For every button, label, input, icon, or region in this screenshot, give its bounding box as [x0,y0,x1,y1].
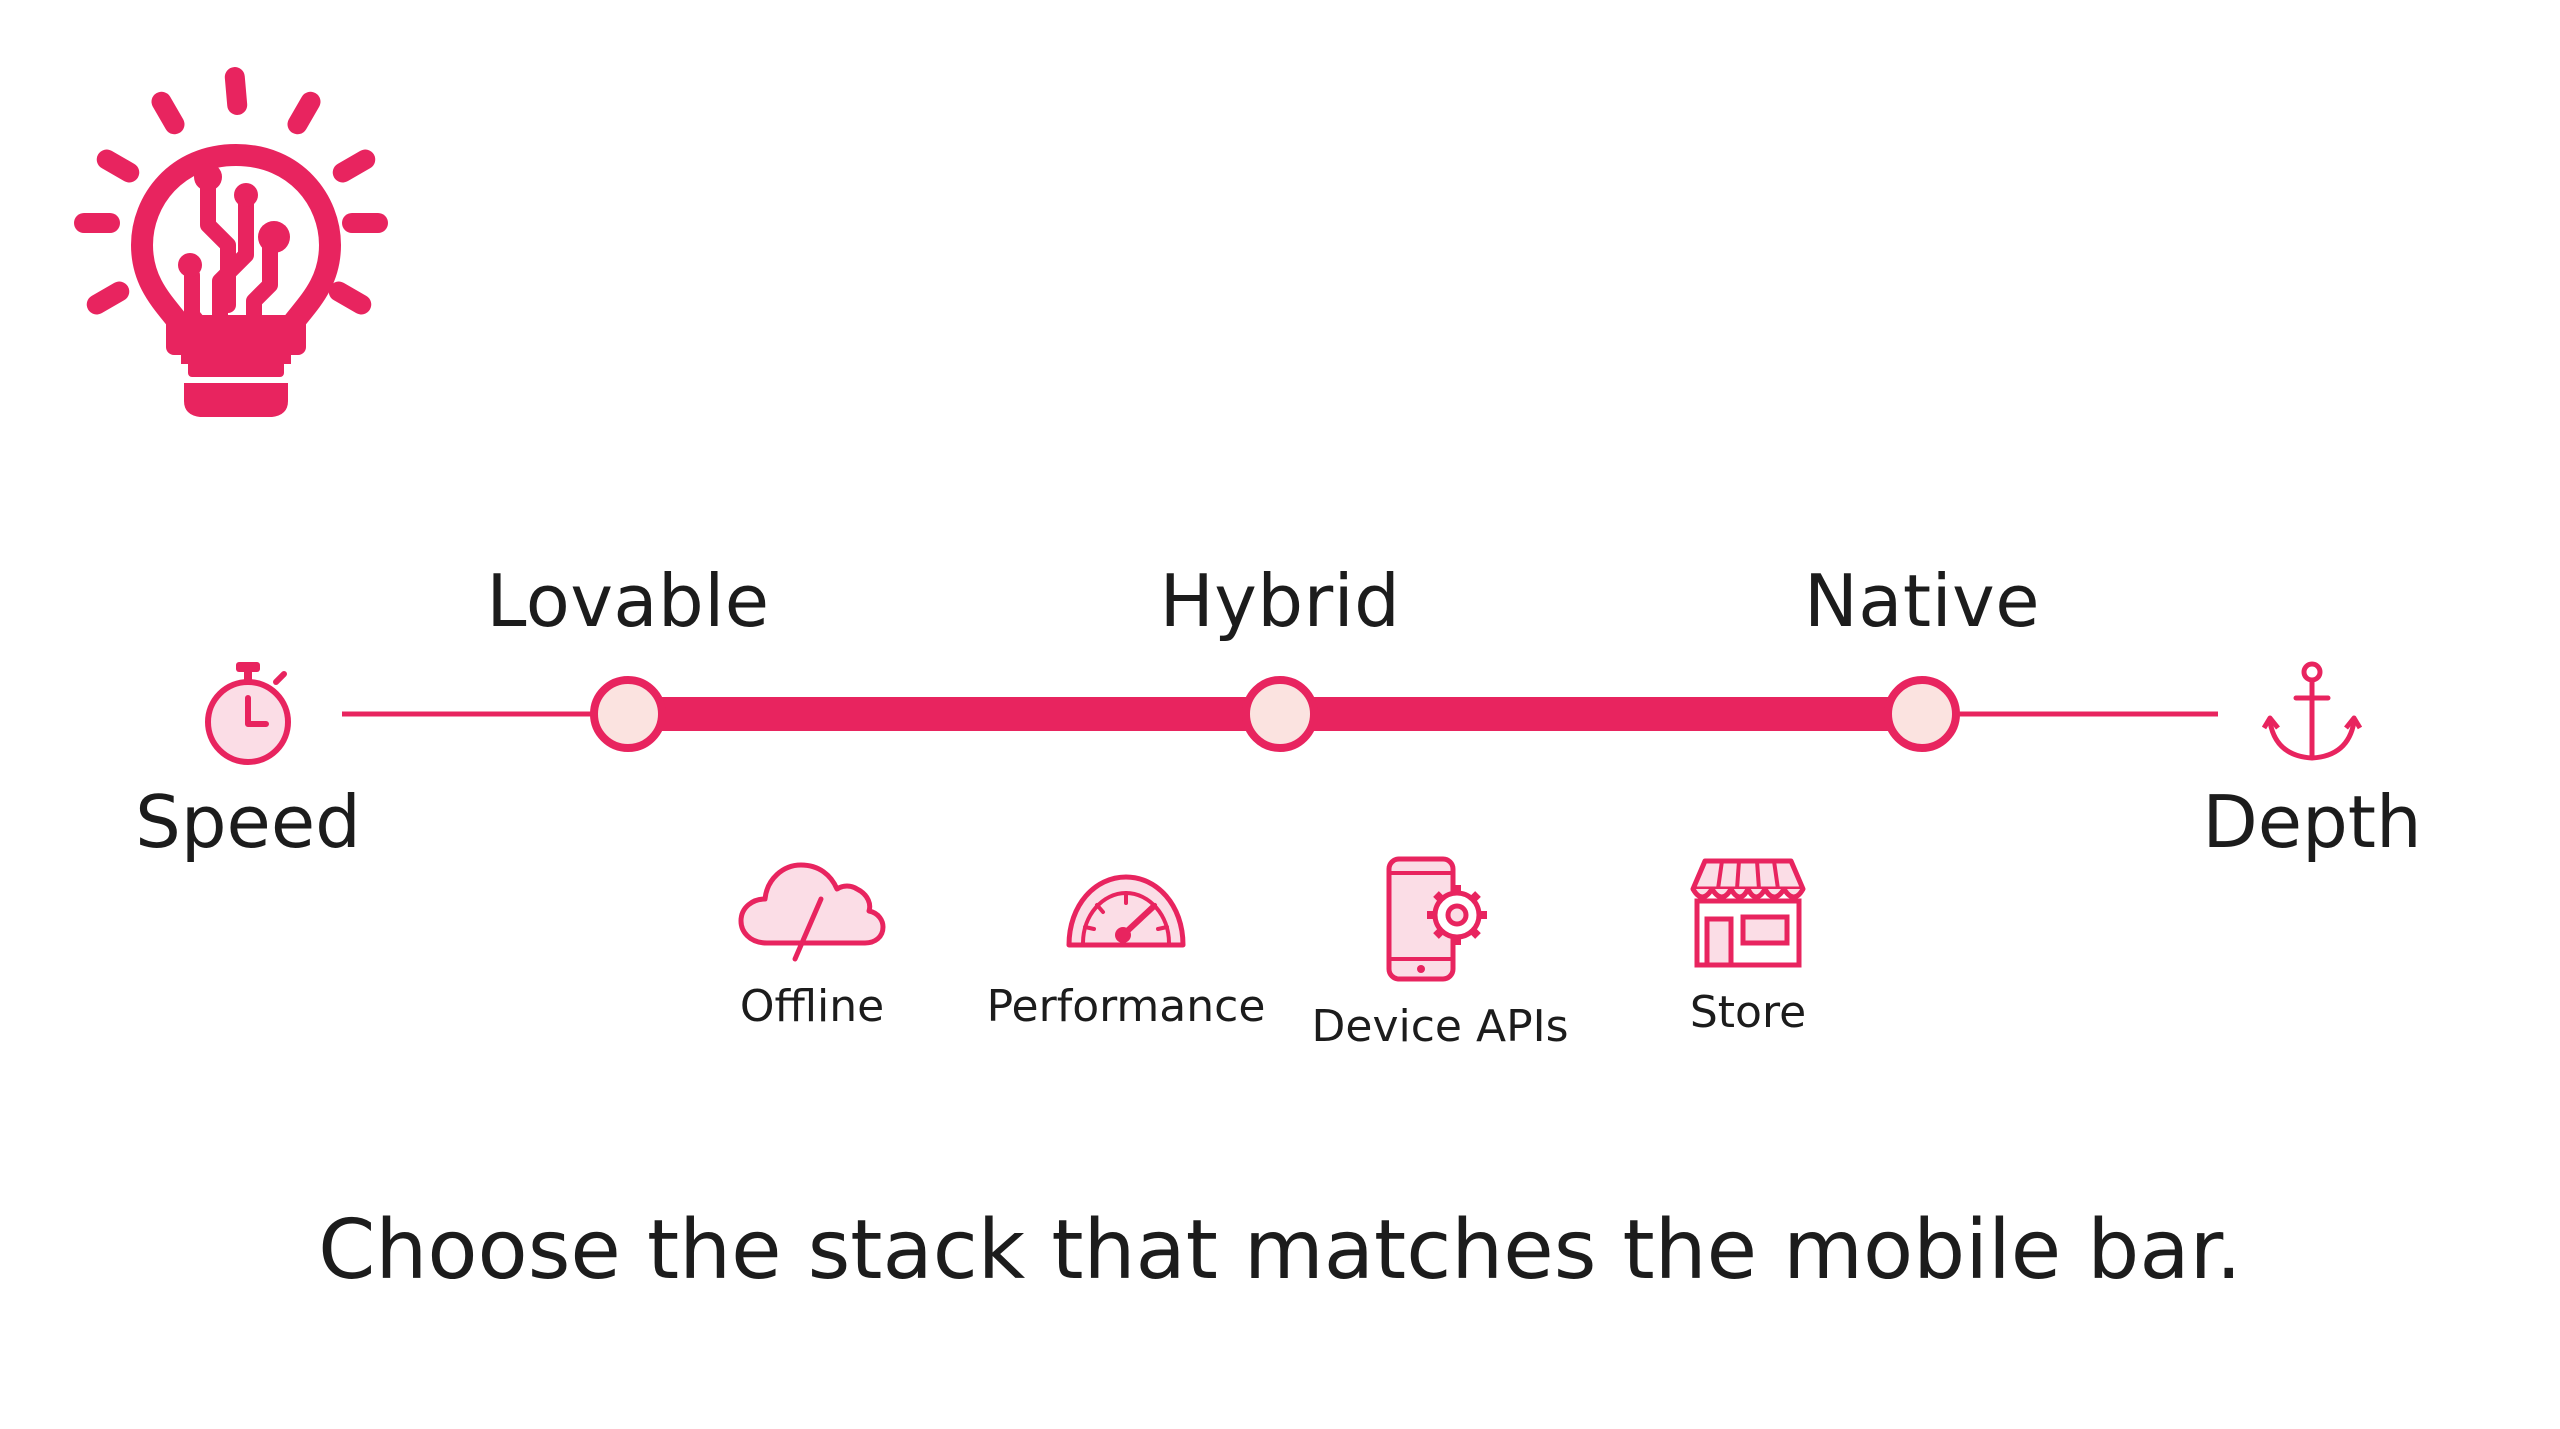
spectrum-start-label: Speed [135,780,361,864]
feature-label-offline: Offline [739,981,885,1032]
storefront-icon [1690,858,1806,968]
stopwatch-icon [205,662,291,765]
stop-label-hybrid: Hybrid [1159,559,1401,643]
feature-label-store: Store [1689,987,1807,1038]
knob-lovable[interactable] [590,676,666,752]
knob-hybrid[interactable] [1242,676,1318,752]
feature-label-performance: Performance [986,981,1266,1032]
anchor-icon [2262,661,2362,761]
feature-performance: Performance [966,855,1286,1031]
stop-label-lovable: Lovable [486,559,770,643]
feature-device-apis: Device APIs [1280,855,1600,1051]
feature-offline: Offline [652,855,972,1031]
spectrum-end-label: Depth [2202,780,2422,864]
stop-label-native: Native [1803,559,2041,643]
feature-store: Store [1588,855,1908,1037]
feature-label-device-apis: Device APIs [1311,1001,1569,1052]
knob-native[interactable] [1884,676,1960,752]
lightbulb-circuit-icon [74,67,388,417]
caption: Choose the stack that matches the mobile… [318,1203,2242,1298]
spectrum-track [342,676,2218,752]
speedometer-icon [1066,874,1186,948]
phone-gear-icon [1386,856,1487,982]
cloud-offline-icon [738,862,886,962]
